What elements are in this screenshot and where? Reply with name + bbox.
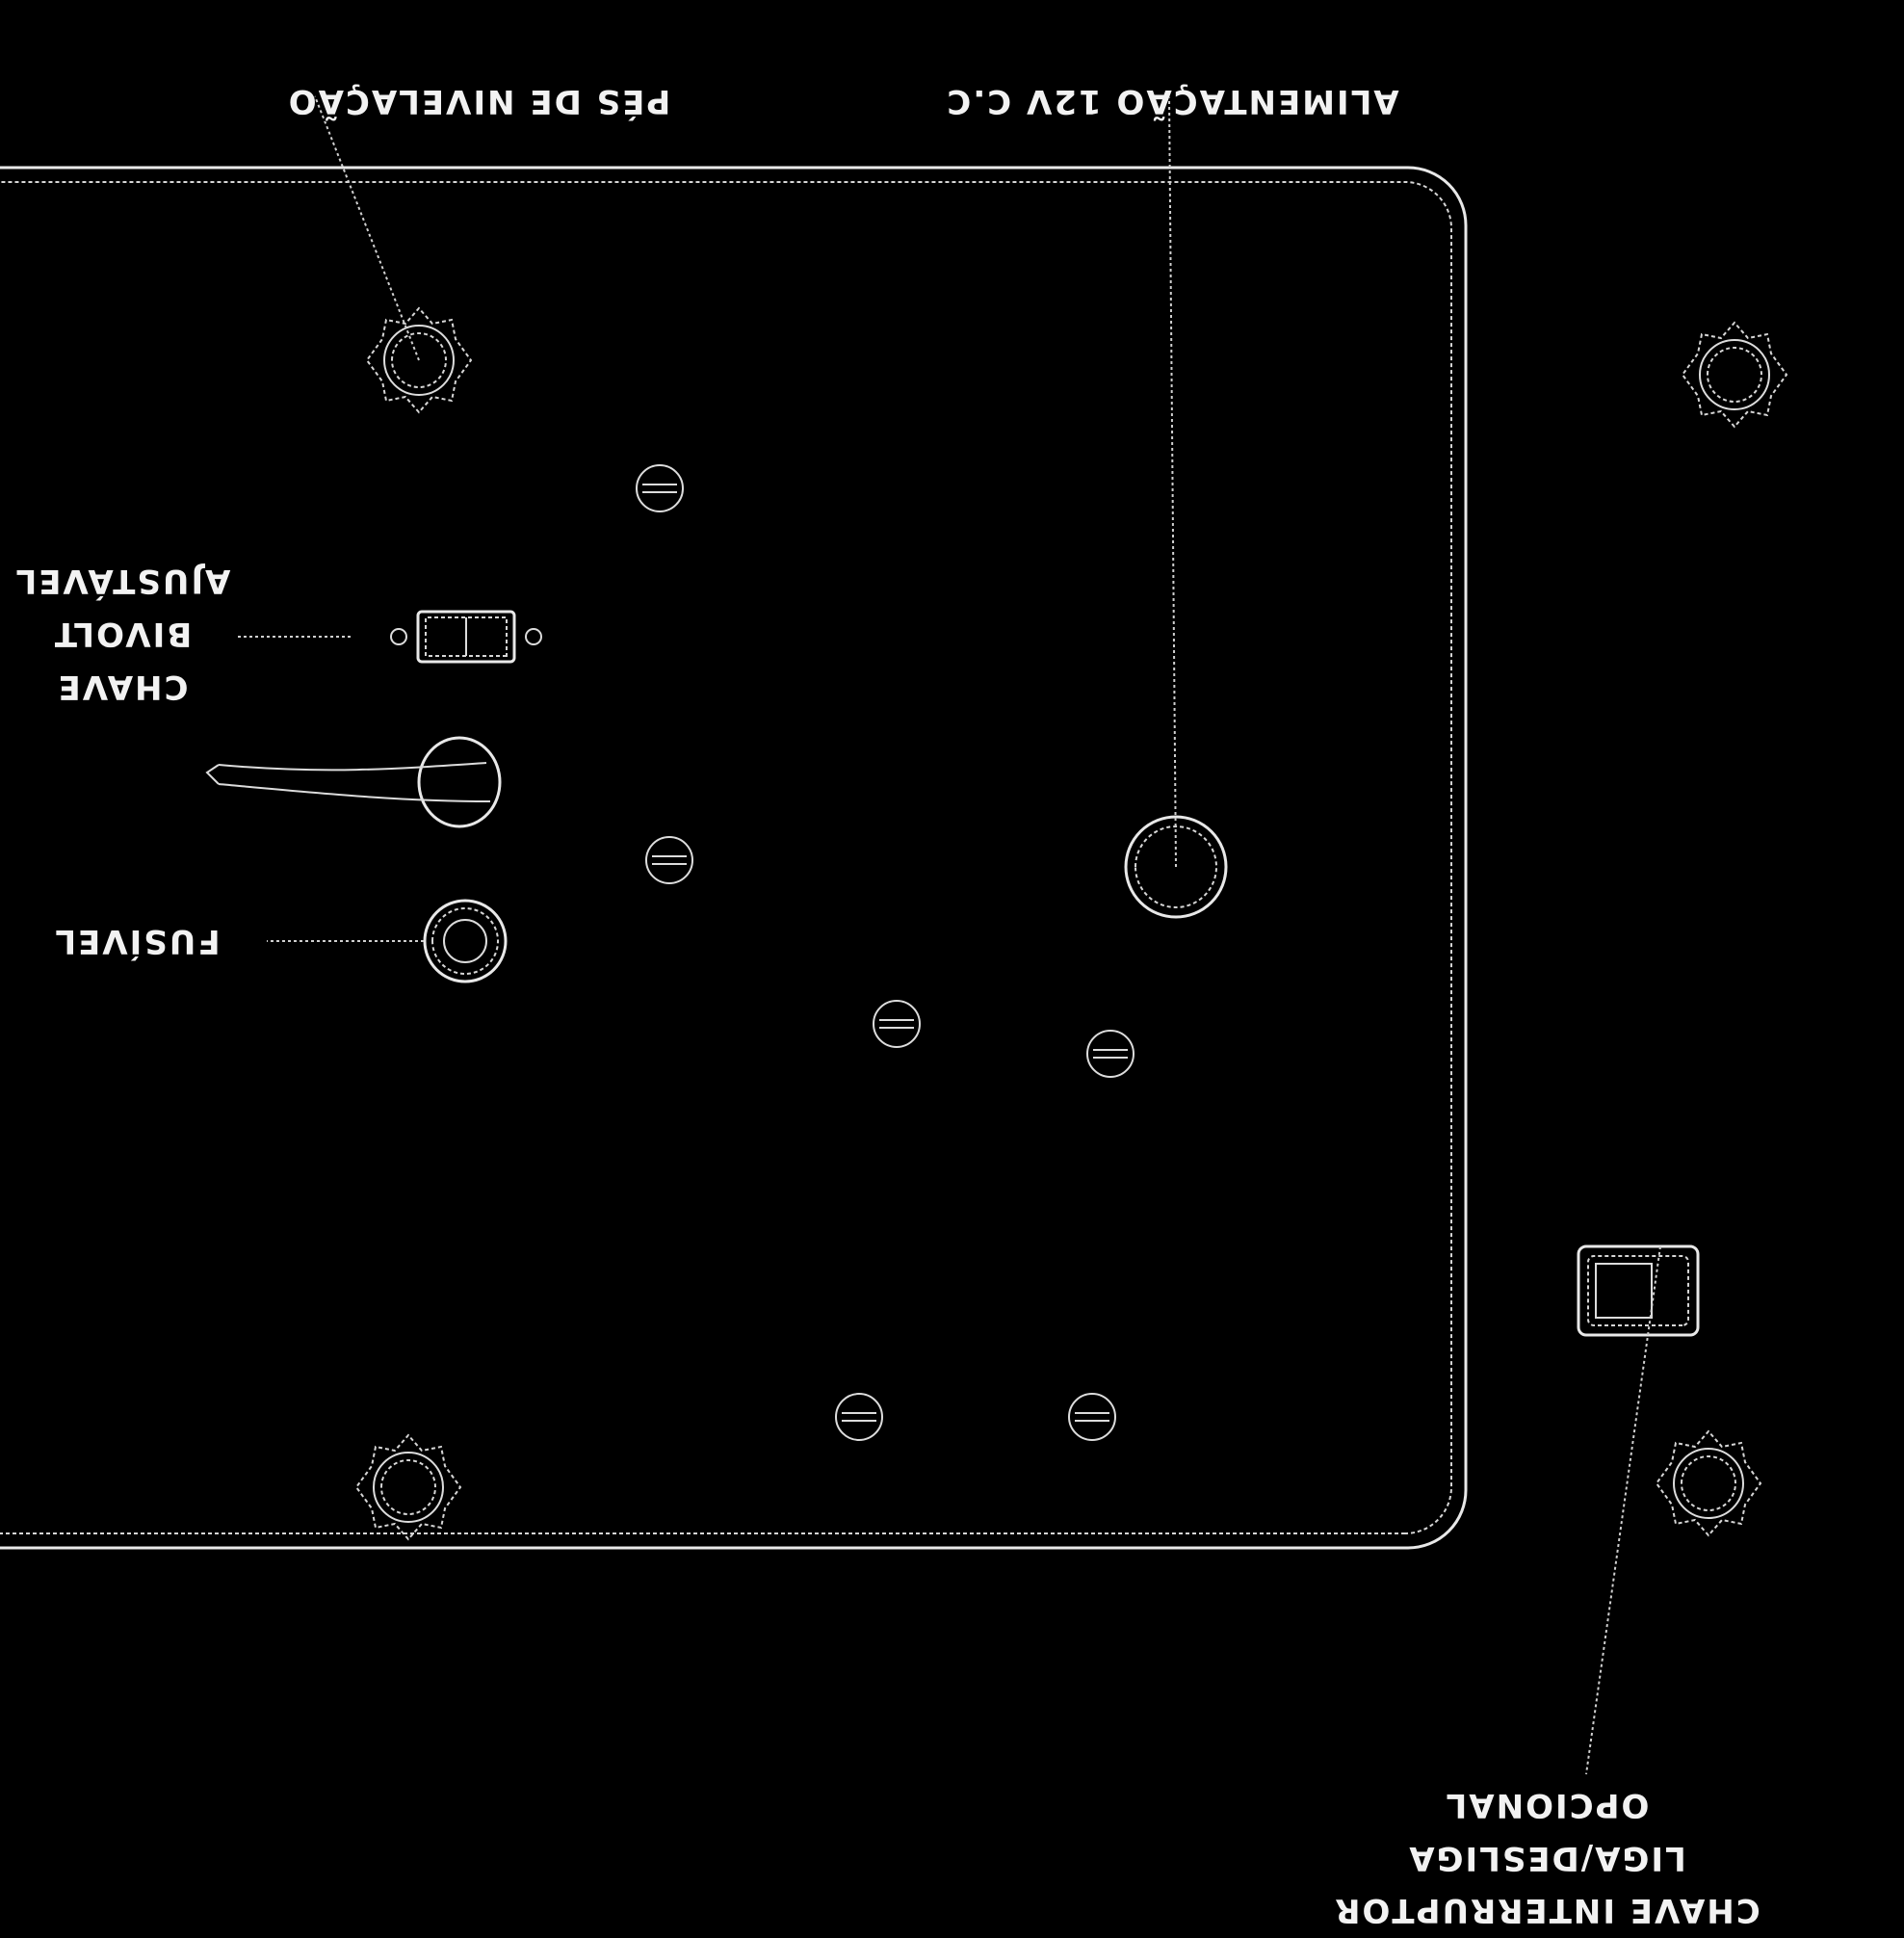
leader-pes-nivelacao [314,95,420,361]
label-chave-bivolt: AJUSTÁVEL BIVOLT CHAVE [13,561,231,706]
power-cord [205,736,502,828]
leader-chave-interruptor [1585,1245,1661,1775]
label-chave-interruptor-line-1: OPCIONAL [1445,1786,1650,1824]
label-chave-interruptor-line-3: CHAVE INTERRUPTOR [1333,1891,1760,1929]
fuse-holder [423,899,508,983]
screw-4 [1086,1030,1135,1078]
label-alimentacao: ALIMENTAÇÃO 12V C.C [945,82,1398,121]
base-plate [0,166,1468,1550]
screw-2 [645,836,693,884]
power-jack-12v [1124,815,1228,919]
screw-1 [636,464,684,512]
leveling-foot-1 [365,306,473,414]
label-chave-interruptor: OPCIONAL LIGA/DESLIGA CHAVE INTERRUPTOR [1333,1785,1761,1929]
label-fusivel: FUSÍVEL [53,922,220,961]
plate-inner-edge [0,181,1452,1534]
bivolt-switch [390,610,542,664]
screw-5 [835,1393,883,1441]
leader-alimentacao [1168,95,1177,868]
on-off-switch [1577,1244,1700,1337]
plate-outer-edge [0,166,1468,1550]
label-chave-bivolt-line-3: CHAVE [57,668,189,706]
leveling-foot-3 [354,1433,462,1541]
leveling-foot-2 [1681,321,1788,429]
label-chave-interruptor-line-2: LIGA/DESLIGA [1407,1839,1685,1877]
label-chave-bivolt-line-2: BIVOLT [53,615,192,653]
rotated-drawing: PÉS DE NIVELAÇÃO ALIMENTAÇÃO 12V C.C AJU… [0,81,1788,1930]
screw-6 [1068,1393,1116,1441]
label-pes-nivelacao: PÉS DE NIVELAÇÃO [287,82,671,121]
leveling-foot-4 [1655,1429,1762,1537]
screw-3 [873,1000,921,1048]
label-chave-bivolt-line-1: AJUSTÁVEL [14,562,231,601]
